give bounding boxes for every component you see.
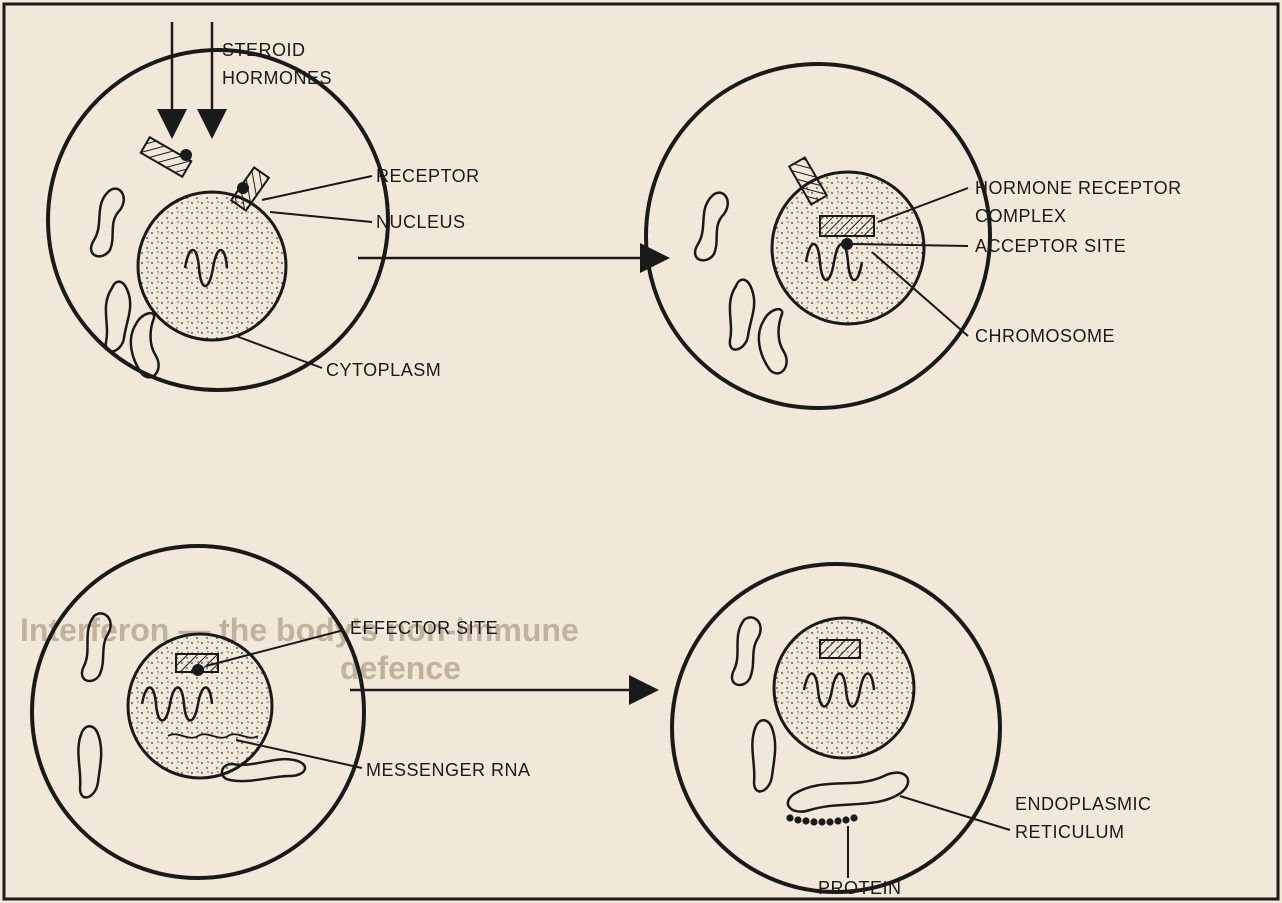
cell-3-er-1 (82, 613, 111, 681)
leader-receptor (262, 176, 372, 200)
label-receptor: RECEPTOR (376, 166, 480, 186)
cell-3 (32, 546, 364, 878)
cell-2-er-3 (759, 309, 787, 373)
label-steroid-2: HORMONES (222, 68, 332, 88)
label-protein: PROTEIN (818, 878, 902, 898)
cell-1-receptor-2 (231, 167, 269, 210)
label-hrc-2: COMPLEX (975, 206, 1067, 226)
cell-4-er-1 (732, 617, 761, 685)
cell-4-er-2 (752, 720, 775, 791)
cell-3-effector-dot (192, 664, 204, 676)
cell-2-hr-complex (820, 216, 874, 236)
cell-1-er-1 (91, 189, 124, 257)
cell-1-er-2 (106, 282, 130, 352)
cell-2-er-2 (730, 280, 754, 350)
label-acceptor: ACCEPTOR SITE (975, 236, 1126, 256)
cell-1 (48, 22, 388, 390)
cell-4-protein-chain (786, 814, 857, 825)
cell-2 (646, 64, 990, 408)
leader-cytoplasm (236, 336, 322, 368)
cell-2-er-1 (695, 193, 728, 261)
cell-1-nucleus (138, 192, 286, 340)
label-steroid-1: STEROID (222, 40, 306, 60)
cell-1-hormone-bound-2 (237, 182, 249, 194)
cell-1-hormone-bound (180, 149, 192, 161)
label-effector: EFFECTOR SITE (350, 618, 498, 638)
label-hrc-1: HORMONE RECEPTOR (975, 178, 1182, 198)
label-chromosome: CHROMOSOME (975, 326, 1115, 346)
label-mrna: MESSENGER RNA (366, 760, 531, 780)
cell-4 (672, 564, 1010, 892)
label-er-1: ENDOPLASMIC (1015, 794, 1152, 814)
leader-nucleus (270, 212, 372, 222)
label-cytoplasm: CYTOPLASM (326, 360, 441, 380)
cell-4-effector (820, 640, 860, 658)
label-er-2: RETICULUM (1015, 822, 1125, 842)
cell-3-er-2 (78, 726, 101, 797)
cell-4-er-main (788, 773, 908, 812)
leader-er (900, 796, 1010, 830)
label-nucleus: NUCLEUS (376, 212, 466, 232)
labels: STEROID HORMONES RECEPTOR NUCLEUS CYTOPL… (222, 40, 1182, 898)
